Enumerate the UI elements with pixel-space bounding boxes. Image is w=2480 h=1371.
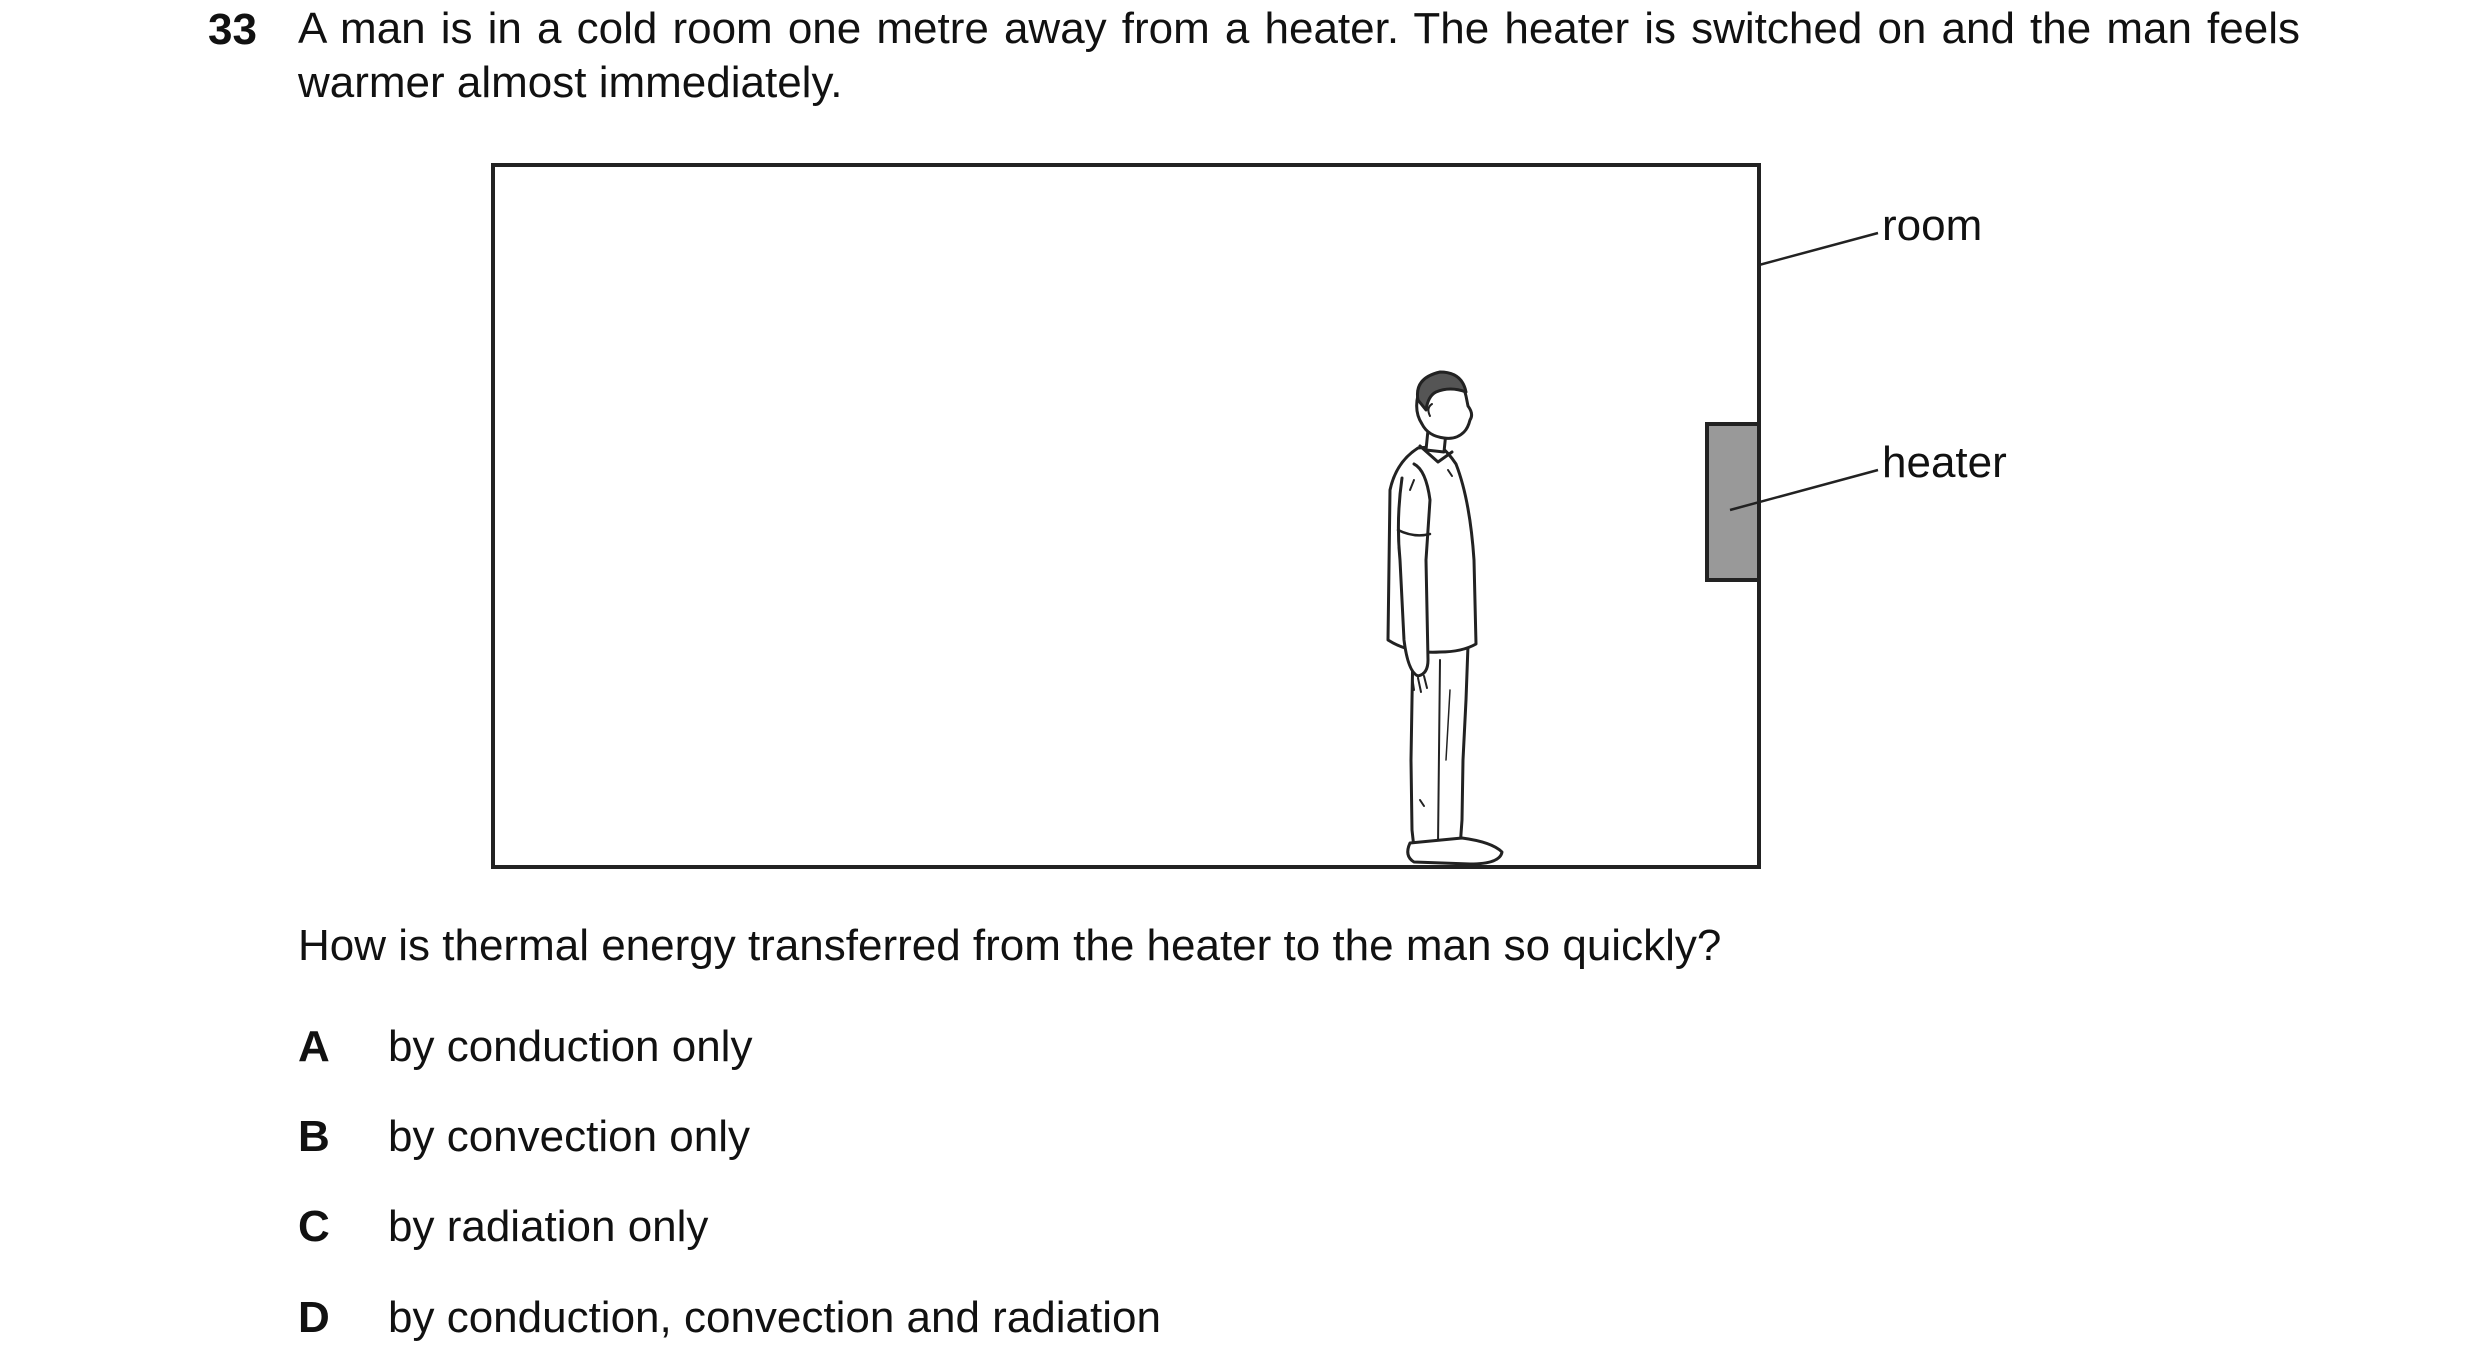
option-a[interactable]: A by conduction only bbox=[298, 1019, 1698, 1075]
option-letter: A bbox=[298, 1022, 330, 1071]
question-prompt: How is thermal energy transferred from t… bbox=[298, 921, 1722, 970]
option-text: by conduction only bbox=[388, 1022, 753, 1071]
room-leader-line bbox=[1758, 231, 1879, 267]
heater-leader-line bbox=[1729, 468, 1879, 512]
heater-shape bbox=[1705, 422, 1761, 582]
option-letter: D bbox=[298, 1293, 330, 1342]
room-outline bbox=[491, 163, 1761, 869]
option-letter: B bbox=[298, 1112, 330, 1161]
option-text: by conduction, convection and radiation bbox=[388, 1293, 1161, 1342]
option-text: by radiation only bbox=[388, 1202, 709, 1251]
option-letter: C bbox=[298, 1202, 330, 1251]
heater-label: heater bbox=[1882, 438, 2007, 487]
option-b[interactable]: B by convection only bbox=[298, 1109, 1698, 1165]
option-c[interactable]: C by radiation only bbox=[298, 1199, 1698, 1255]
room-label: room bbox=[1882, 201, 1982, 250]
option-d[interactable]: D by conduction, convection and radiatio… bbox=[298, 1290, 1698, 1346]
question-stem: A man is in a cold room one metre away f… bbox=[298, 4, 2300, 107]
man-figure bbox=[1386, 370, 1504, 866]
question-number: 33 bbox=[208, 5, 257, 54]
option-text: by convection only bbox=[388, 1112, 750, 1161]
